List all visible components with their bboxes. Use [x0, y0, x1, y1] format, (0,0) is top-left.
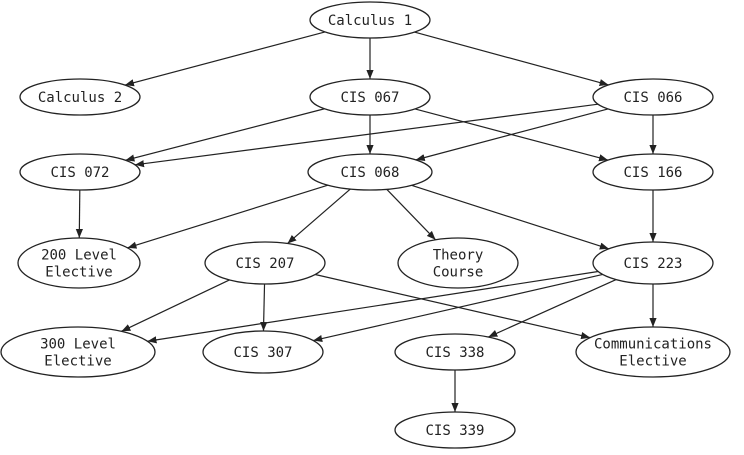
node-label: CIS 338 [425, 345, 484, 361]
edge-cis068-to-lvl200 [127, 184, 328, 249]
node-ellipse [307, 153, 433, 191]
node-ellipse [397, 237, 519, 289]
node-cis067: CIS 067 [309, 78, 431, 116]
node-cis307: CIS 307 [202, 330, 324, 374]
node-label: CIS 067 [340, 90, 399, 106]
node-label: Communications [594, 337, 712, 353]
node-label: CIS 307 [233, 345, 292, 361]
node-label: CIS 066 [623, 90, 682, 106]
node-ellipse [19, 78, 141, 116]
node-ellipse [575, 326, 731, 378]
edge-cis067-to-cis072 [125, 108, 325, 162]
edge-cis066-to-cis072 [134, 103, 599, 168]
node-label: CIS 068 [340, 165, 399, 181]
node-cis068: CIS 068 [307, 153, 433, 191]
node-label: Calculus 2 [38, 90, 122, 106]
node-label: Course [433, 265, 484, 281]
node-calc1: Calculus 1 [309, 1, 431, 39]
edge-calc1-to-calc2 [124, 31, 326, 87]
edge-cis068-to-cis223 [411, 184, 609, 250]
node-ellipse [592, 78, 714, 116]
node-ellipse [309, 78, 431, 116]
node-ellipse [394, 411, 516, 449]
edge-cis072-to-lvl200 [75, 189, 83, 239]
node-cis207: CIS 207 [204, 241, 326, 285]
node-ellipse [394, 333, 516, 371]
edge-cis223-to-cis307 [313, 273, 603, 343]
node-cis066: CIS 066 [592, 78, 714, 116]
node-cis338: CIS 338 [394, 333, 516, 371]
node-cis166: CIS 166 [592, 153, 714, 191]
node-ellipse [592, 153, 714, 191]
edge-cis068-to-cis207 [287, 188, 351, 244]
node-ellipse [309, 1, 431, 39]
node-cis072: CIS 072 [19, 153, 141, 191]
node-label: CIS 339 [425, 423, 484, 439]
edge-cis223-to-lvl300 [147, 270, 599, 344]
node-label: Elective [619, 354, 686, 370]
node-label: CIS 223 [623, 256, 682, 272]
node-ellipse [0, 326, 156, 378]
node-label: CIS 207 [235, 256, 294, 272]
node-label: Theory [433, 248, 484, 264]
node-calc2: Calculus 2 [19, 78, 141, 116]
node-ellipse [202, 330, 324, 374]
node-ellipse [592, 241, 714, 285]
node-label: 200 Level [41, 248, 117, 264]
node-ellipse [19, 153, 141, 191]
node-label: Elective [44, 354, 111, 370]
node-ellipse [204, 241, 326, 285]
node-label: Elective [45, 265, 112, 281]
edge-cis068-to-theory [386, 188, 437, 241]
node-cis339: CIS 339 [394, 411, 516, 449]
node-label: CIS 166 [623, 165, 682, 181]
edge-calc1-to-cis066 [414, 31, 609, 87]
edge-cis207-to-comm [315, 273, 591, 340]
node-label: Calculus 1 [328, 13, 412, 29]
node-cis223: CIS 223 [592, 241, 714, 285]
edge-cis207-to-lvl300 [121, 279, 230, 332]
node-label: CIS 072 [50, 165, 109, 181]
node-ellipse [17, 237, 141, 289]
edge-cis207-to-cis307 [260, 283, 268, 332]
edge-cis066-to-cis068 [415, 108, 609, 162]
node-label: 300 Level [40, 337, 116, 353]
edge-cis223-to-cis338 [488, 279, 617, 338]
